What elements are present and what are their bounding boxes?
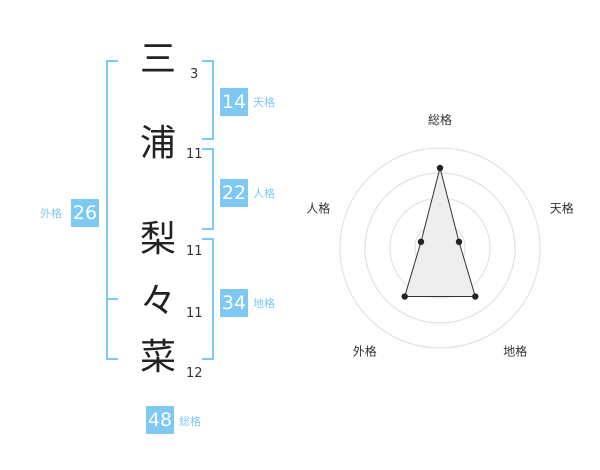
stroke-count-2: 11 <box>186 147 203 162</box>
name-char-1: 三 <box>139 39 176 80</box>
sou-label: 総格 <box>179 415 201 428</box>
chi-label: 地格 <box>253 297 275 310</box>
stroke-count-5: 12 <box>186 366 203 381</box>
gai-bracket-mid <box>106 298 118 300</box>
name-char-5: 菜 <box>139 337 176 378</box>
name-char-4: 々 <box>139 281 176 322</box>
gai-value-box: 26 <box>71 199 99 227</box>
radar-axis-label-5: 人格 <box>306 200 330 215</box>
jin-label: 人格 <box>253 187 275 200</box>
radar-point-2 <box>455 238 463 246</box>
gai-label: 外格 <box>40 207 62 220</box>
chi-value-box: 34 <box>220 289 248 317</box>
stroke-count-4: 11 <box>186 306 203 321</box>
jin-bracket-bottom <box>202 228 214 230</box>
ten-value-box: 14 <box>220 88 248 116</box>
chi-bracket-top <box>202 238 214 240</box>
chi-bracket-bottom <box>202 358 214 360</box>
gai-bracket-top <box>106 60 118 62</box>
radar-point-1 <box>436 164 444 172</box>
name-char-3: 梨 <box>139 219 176 260</box>
jin-bracket-top <box>202 148 214 150</box>
radar-point-5 <box>417 238 425 246</box>
gai-bracket-bottom <box>106 358 118 360</box>
radar-axis-label-1: 総格 <box>428 112 452 127</box>
jin-value-box: 22 <box>220 179 248 207</box>
radar-point-3 <box>472 293 479 300</box>
ten-label: 天格 <box>253 96 275 109</box>
radar-axis-label-2: 天格 <box>550 200 574 215</box>
radar-polygon <box>404 167 476 298</box>
chi-bracket <box>212 238 214 360</box>
radar-axis-label-3: 地格 <box>503 344 527 359</box>
ten-bracket-top <box>202 60 214 62</box>
ten-bracket-bottom <box>202 138 214 140</box>
stroke-count-1: 3 <box>190 67 199 82</box>
stroke-count-3: 11 <box>186 244 203 259</box>
name-char-2: 浦 <box>139 123 176 164</box>
sou-value-box: 48 <box>146 406 174 434</box>
jin-bracket <box>212 148 214 230</box>
gai-bracket <box>106 60 108 360</box>
radar-point-4 <box>401 293 408 300</box>
ten-bracket <box>212 60 214 140</box>
radar-ring-4 <box>339 147 541 349</box>
radar-axis-label-4: 外格 <box>353 344 377 359</box>
